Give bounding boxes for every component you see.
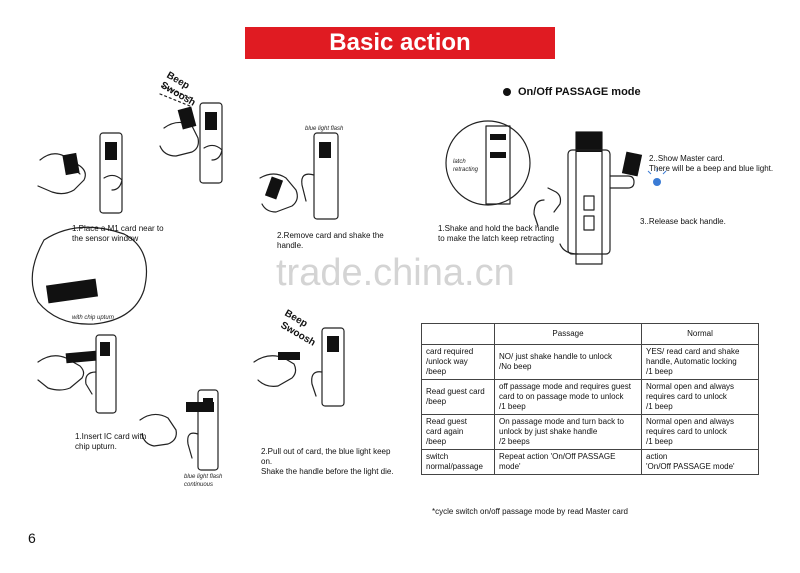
step1b-illustration xyxy=(159,85,223,184)
passage-table: Passage Normal card required/unlock way/… xyxy=(421,323,759,475)
note-latch-retracting: latch retracting xyxy=(453,159,479,173)
table-header-cell xyxy=(421,323,495,345)
step2-caption: 2.Remove card and shake the handle. xyxy=(277,231,384,250)
table-cell: action'On/Off PASSAGE mode' xyxy=(641,449,759,475)
step1-caption: 1.Place a M1 card near to the sensor win… xyxy=(72,224,164,243)
step1-illustration xyxy=(37,132,123,214)
page-number: 6 xyxy=(28,530,36,546)
table-cell: card required/unlock way/beep xyxy=(421,344,495,380)
table-cell: Repeat action 'On/Off PASSAGE mode' xyxy=(494,449,642,475)
passage-step1: 1.Shake and hold the back handle to make… xyxy=(438,224,559,243)
step4-caption: 2.Pull out of card, the blue light keep … xyxy=(261,447,394,476)
passage-mode-illustration xyxy=(445,120,643,265)
step2-illustration xyxy=(259,132,339,220)
table-cell: NO/ just shake handle to unlock/No beep xyxy=(494,344,642,380)
passage-step3: 3..Release back handle. xyxy=(640,217,726,226)
step3-illustration xyxy=(31,226,148,414)
table-header-cell: Passage xyxy=(494,323,642,345)
blue-light-indicator xyxy=(653,178,661,186)
footnote: *cycle switch on/off passage mode by rea… xyxy=(432,507,628,516)
bullet-icon xyxy=(503,88,511,96)
step4-illustration xyxy=(139,327,345,471)
page-title: Basic action xyxy=(245,27,555,59)
step3-caption: 1.Insert IC card with chip upturn. xyxy=(75,432,147,451)
watermark: trade.china.cn xyxy=(276,252,515,294)
note-blue-light-flash-continuous: blue light flash continuous xyxy=(184,474,223,488)
passage-step2: 2..Show Master card. There will be a bee… xyxy=(649,154,774,173)
table-cell: Read guest card/beep xyxy=(421,379,495,415)
table-header-cell: Normal xyxy=(641,323,759,345)
note-with-chip-upturn: with chip upturn xyxy=(72,315,115,321)
table-row: card required/unlock way/beep NO/ just s… xyxy=(421,344,759,380)
passage-mode-header: On/Off PASSAGE mode xyxy=(503,86,641,98)
table-header-row: Passage Normal xyxy=(421,323,759,345)
table-row: Read guest card/beep off passage mode an… xyxy=(421,379,759,415)
note-blue-light-flash: blue light flash xyxy=(305,126,344,132)
